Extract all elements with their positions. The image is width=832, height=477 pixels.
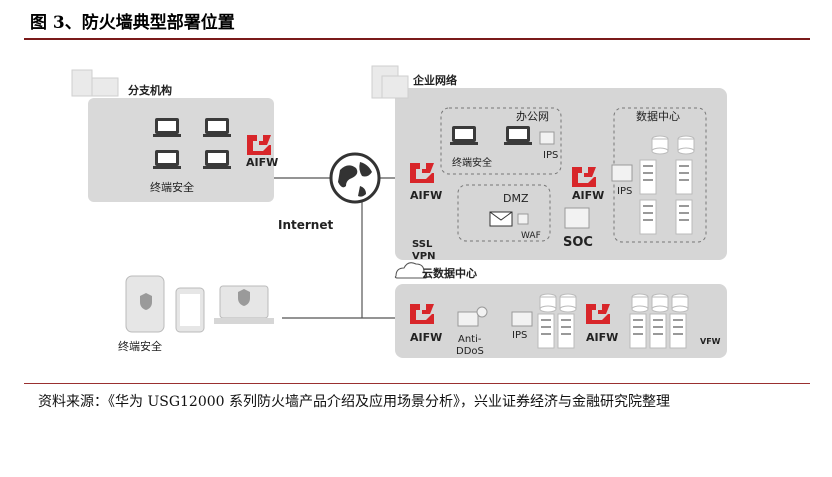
office-label: 办公网 [516,110,549,123]
cloud-datacenter-panel [394,262,727,358]
internet-globe-icon [329,152,381,204]
source-note: 资料来源：《华为 USG12000 系列防火墙产品介绍及应用场景分析》，兴业证券… [38,394,671,410]
figure-title: 图 3、防火墙典型部署位置 [30,13,235,33]
datacenter-aifw-label: AIFW [572,189,604,202]
branch-office-panel [71,69,274,202]
title-divider [24,38,810,40]
waf-label: WAF [521,231,541,241]
anti-label: Anti- [458,334,482,345]
ssl-label: SSL [412,239,433,250]
enterprise-ips-label: IPS [617,186,632,197]
enterprise-label: 企业网络 [412,73,457,87]
mobile-terminal-label: 终端安全 [118,339,162,353]
branch-terminal-label: 终端安全 [150,180,194,194]
datacenter-label: 数据中心 [636,109,680,123]
dmz-label: DMZ [503,192,529,205]
cloud-aifw-label-1: AIFW [410,331,442,344]
cloud-aifw-label-2: AIFW [586,331,618,344]
vfw-label: VFW [700,337,721,346]
enterprise-aifw-label: AIFW [410,189,442,202]
internet-label: Internet [278,218,333,232]
cloud-ips-label: IPS [512,330,527,341]
source-divider [24,383,810,384]
enterprise-network-panel [371,65,727,260]
ddos-label: DDoS [456,346,484,357]
branch-label: 分支机构 [128,83,172,97]
vpn-label: VPN [412,251,435,262]
soc-label: SOC [563,235,593,250]
office-ips-label: IPS [543,150,558,161]
mobile-terminals-group [112,262,282,358]
branch-aifw-label: AIFW [246,156,278,169]
cloud-label: 云数据中心 [422,266,477,280]
office-terminal-label: 终端安全 [452,156,492,169]
deployment-diagram: 分支机构 终端安全 AIFW Internet 企业网络 办公网 终端安全 [71,65,727,358]
